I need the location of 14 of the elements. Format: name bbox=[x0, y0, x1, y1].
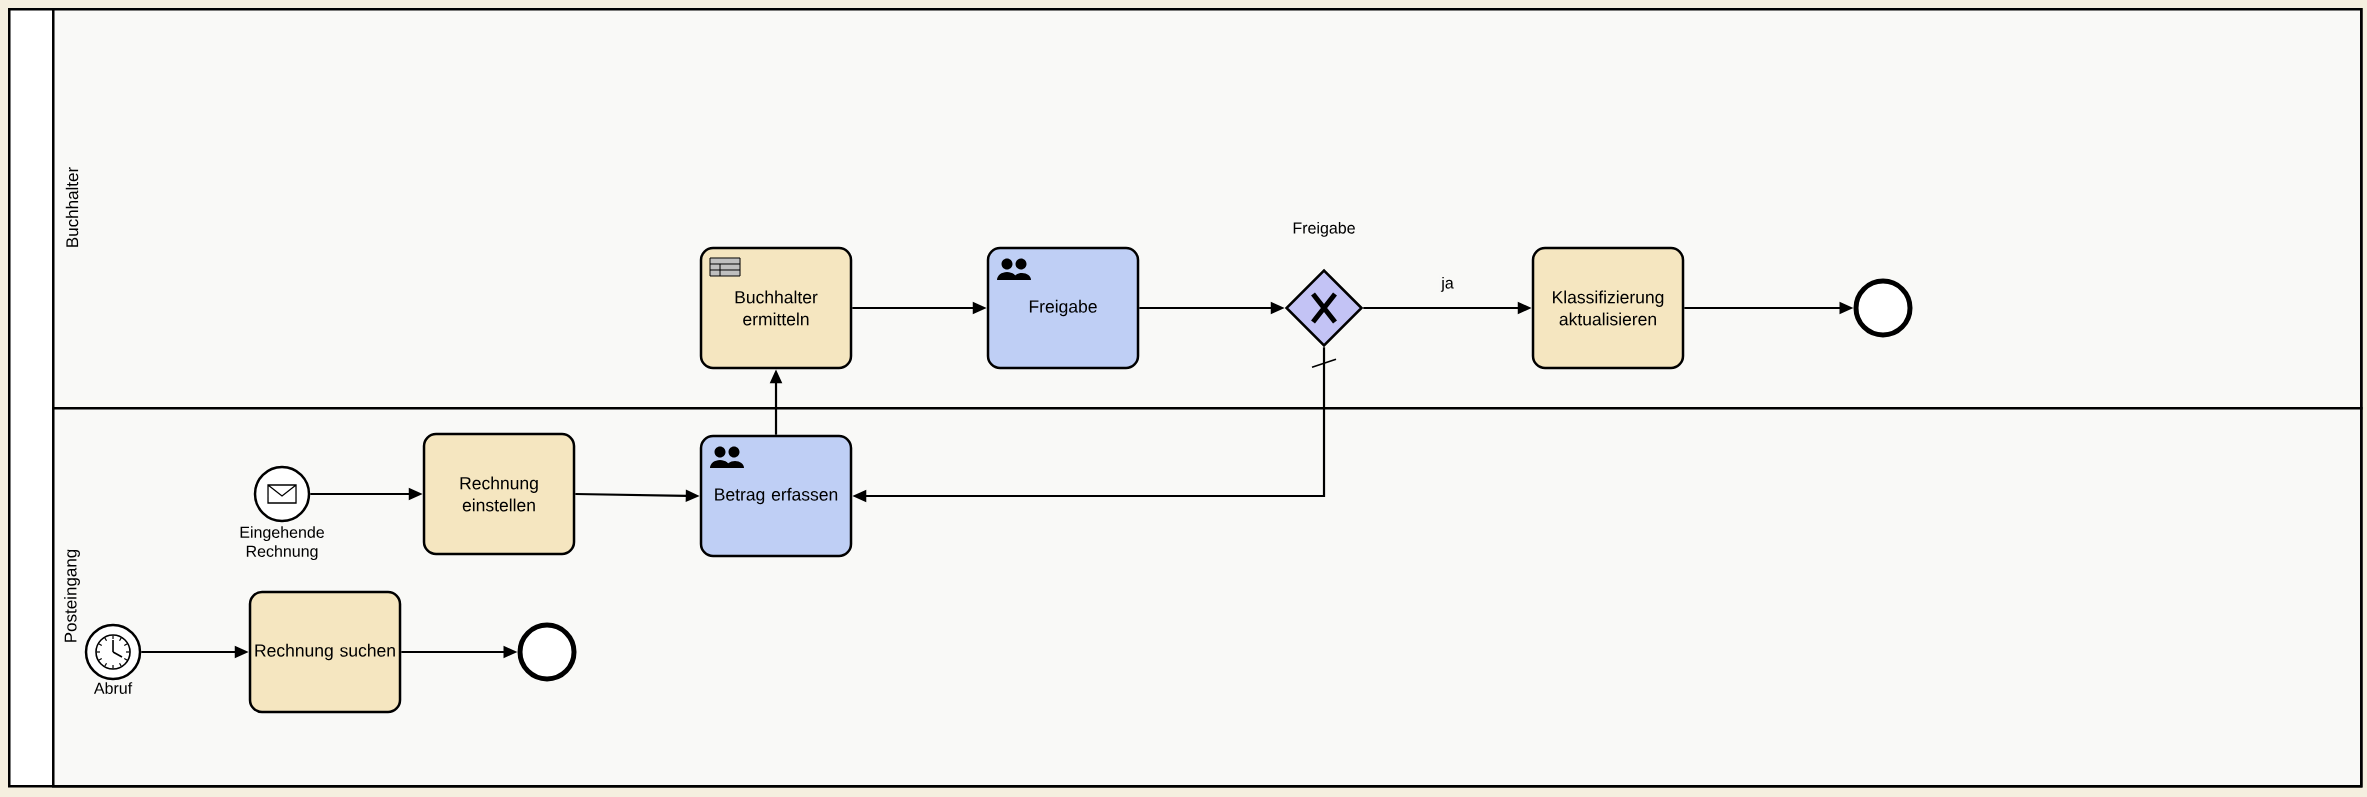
task-box: Freigabe bbox=[986, 246, 1140, 370]
task-box: Buchhalter ermitteln bbox=[699, 246, 853, 370]
lane-label: Posteingang bbox=[64, 549, 80, 642]
edge-label: ja bbox=[1440, 276, 1454, 292]
task-box: Rechnung einstellen bbox=[422, 432, 576, 556]
lane bbox=[52, 407, 2363, 788]
lane-label: Buchhalter bbox=[65, 167, 79, 247]
event-label: Freigabe bbox=[1293, 221, 1355, 237]
task-box: Betrag erfassen bbox=[699, 434, 853, 558]
event-label: Eingehende Rechnung bbox=[240, 526, 324, 561]
event-label: Abruf bbox=[93, 682, 133, 694]
task-box: Klassifizierung aktualisieren bbox=[1531, 246, 1685, 370]
lane bbox=[52, 8, 2363, 410]
task-box: Rechnung suchen bbox=[248, 590, 402, 714]
